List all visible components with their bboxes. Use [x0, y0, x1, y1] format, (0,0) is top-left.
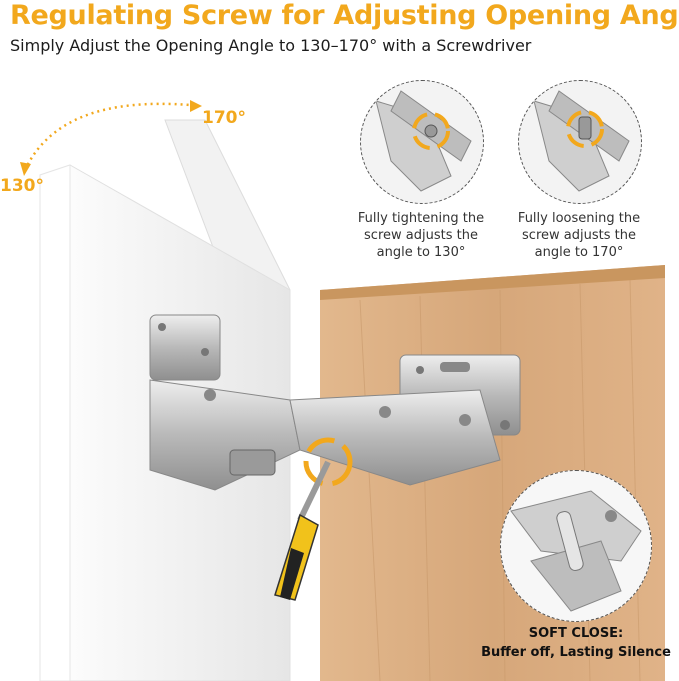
soft-close-caption: SOFT CLOSE: Buffer off, Lasting Silence — [476, 624, 676, 662]
caption-line: screw adjusts the — [364, 228, 478, 243]
soft-close-desc: Buffer off, Lasting Silence — [481, 645, 671, 660]
rotate-arrows-icon — [303, 437, 353, 487]
hinge-detail-icon — [375, 90, 472, 192]
caption-line: screw adjusts the — [522, 228, 636, 243]
soft-close-title: SOFT CLOSE: — [528, 626, 624, 641]
caption-loosened: Fully loosening the screw adjusts the an… — [504, 210, 654, 261]
caption-line: angle to 170° — [534, 245, 624, 260]
caption-line: angle to 130° — [376, 245, 466, 260]
angle-arc-arrow — [20, 100, 202, 176]
hinge-body — [149, 314, 521, 491]
damper-detail-icon — [510, 490, 642, 612]
angle-label-min: 130° — [0, 176, 44, 196]
caption-line: Fully tightening the — [357, 211, 485, 226]
detail-circle-loosened — [518, 80, 642, 204]
screwdriver — [274, 460, 331, 601]
detail-circle-tightened — [360, 80, 484, 204]
hinge-detail-icon — [533, 90, 630, 192]
angle-label-max: 170° — [202, 108, 246, 128]
headline-title: Regulating Screw for Adjusting Opening A… — [10, 0, 679, 31]
detail-circle-soft-close — [500, 470, 652, 622]
caption-line: Fully loosening the — [517, 211, 641, 226]
caption-tightened: Fully tightening the screw adjusts the a… — [346, 210, 496, 261]
headline-subtitle: Simply Adjust the Opening Angle to 130–1… — [10, 36, 532, 55]
